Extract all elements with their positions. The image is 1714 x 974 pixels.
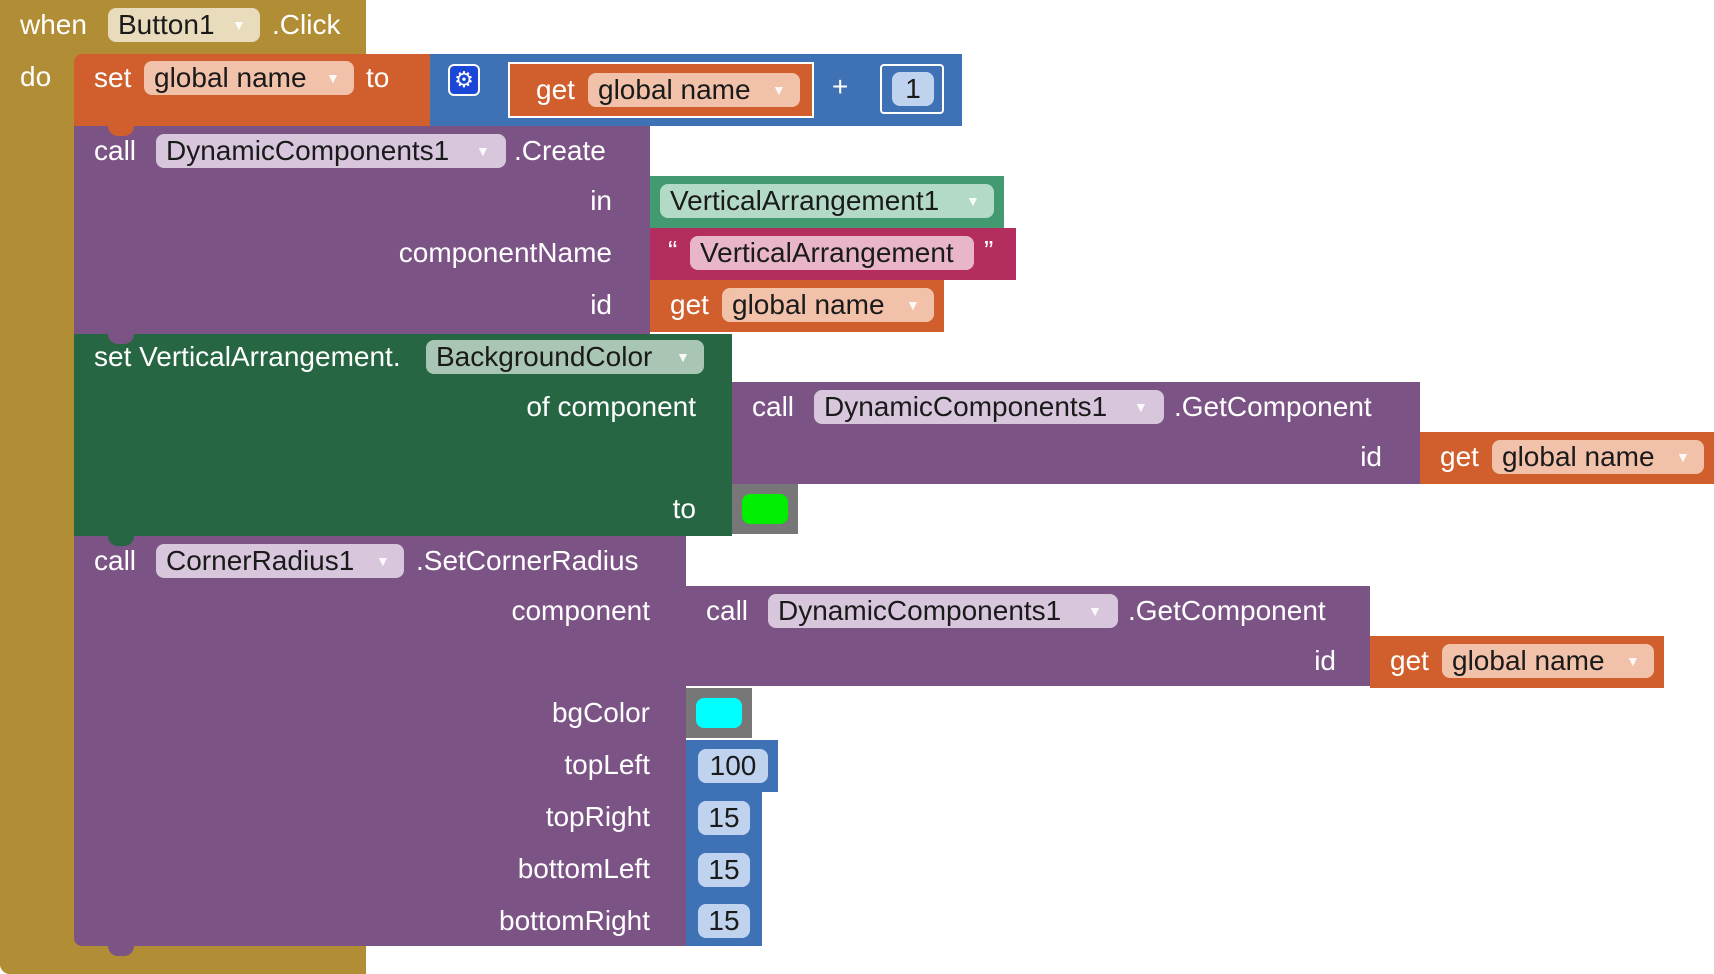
get-component-id-label-1: id <box>1360 441 1382 472</box>
get-label: get <box>670 289 709 320</box>
set-corner-radius-method: .SetCornerRadius <box>416 545 639 576</box>
set-corner-radius-call-block[interactable] <box>74 536 686 946</box>
when-label: when <box>20 9 87 40</box>
dropdown-arrow-icon: ▼ <box>966 193 980 209</box>
dropdown-arrow-icon: ▼ <box>326 70 340 86</box>
of-component-label: of component <box>526 391 696 422</box>
event-bottom-bar <box>0 948 366 974</box>
cyan-color-swatch[interactable] <box>696 698 742 728</box>
bottomleft-number-field[interactable]: 15 <box>698 853 750 887</box>
topleft-param-label: topLeft <box>564 749 650 780</box>
get-variable-dropdown[interactable]: global name ▼ <box>588 73 800 107</box>
get-label: get <box>536 74 575 105</box>
component-name-text: VerticalArrangement <box>700 237 954 268</box>
id-param-label: id <box>590 289 612 320</box>
click-event-label: .Click <box>272 9 341 40</box>
get-variable-label-1: global name <box>1502 441 1655 472</box>
create-component-label: DynamicComponents1 <box>166 135 450 166</box>
close-quote: ” <box>984 235 994 266</box>
do-label: do <box>20 61 52 92</box>
to-label: to <box>366 62 390 93</box>
get-label: get <box>1390 645 1429 676</box>
set-label: set <box>94 62 132 93</box>
button1-dropdown-label: Button1 <box>118 9 215 40</box>
corner-radius-dropdown[interactable]: CornerRadius1 ▼ <box>156 544 404 578</box>
get-variable-dropdown-1[interactable]: global name ▼ <box>1492 440 1704 474</box>
dropdown-arrow-icon: ▼ <box>772 82 786 98</box>
connector-tab <box>108 536 134 546</box>
set-property-title: set VerticalArrangement. <box>94 341 401 372</box>
get-component-dropdown-2[interactable]: DynamicComponents1 ▼ <box>768 594 1118 628</box>
get-variable-label: global name <box>598 74 751 105</box>
set-variable-dropdown[interactable]: global name ▼ <box>144 61 354 95</box>
bgcolor-param-label: bgColor <box>551 697 650 728</box>
get-component-method-1: .GetComponent <box>1174 391 1372 422</box>
component-name-text-field[interactable]: VerticalArrangement <box>690 236 974 270</box>
id-variable-dropdown[interactable]: global name ▼ <box>722 288 934 322</box>
connector-tab <box>108 946 134 956</box>
get-variable-label-2: global name <box>1452 645 1605 676</box>
dropdown-arrow-icon: ▼ <box>1626 653 1640 669</box>
create-method-label: .Create <box>514 135 606 166</box>
background-color-dropdown[interactable]: BackgroundColor ▼ <box>426 340 704 374</box>
dropdown-arrow-icon: ▼ <box>476 143 490 159</box>
dropdown-arrow-icon: ▼ <box>232 17 246 33</box>
dropdown-arrow-icon: ▼ <box>906 297 920 313</box>
corner-radius-label: CornerRadius1 <box>166 545 355 576</box>
to-label: to <box>672 493 696 524</box>
connector-tab <box>108 126 134 136</box>
call-label: call <box>94 135 137 166</box>
bottomleft-param-label: bottomLeft <box>517 853 650 884</box>
button1-dropdown[interactable]: Button1 ▼ <box>108 8 260 42</box>
get-label: get <box>1440 441 1479 472</box>
get-component-label-1: DynamicComponents1 <box>824 391 1108 422</box>
open-quote: “ <box>668 235 678 266</box>
green-color-swatch[interactable] <box>742 494 788 524</box>
vertical-arrangement1-dropdown[interactable]: VerticalArrangement1 ▼ <box>660 184 994 218</box>
get-component-label-2: DynamicComponents1 <box>778 595 1062 626</box>
call-label: call <box>706 595 749 626</box>
vertical-arrangement1-label: VerticalArrangement1 <box>670 185 940 216</box>
dropdown-arrow-icon: ▼ <box>1134 399 1148 415</box>
set-variable-label: global name <box>154 62 307 93</box>
get-component-id-label-2: id <box>1314 645 1336 676</box>
dropdown-arrow-icon: ▼ <box>1088 603 1102 619</box>
bottomright-param-label: bottomRight <box>499 905 650 936</box>
call-label: call <box>752 391 795 422</box>
get-component-method-2: .GetComponent <box>1128 595 1326 626</box>
dropdown-arrow-icon: ▼ <box>676 349 690 365</box>
dropdown-arrow-icon: ▼ <box>376 553 390 569</box>
get-component-dropdown-1[interactable]: DynamicComponents1 ▼ <box>814 390 1164 424</box>
id-variable-label: global name <box>732 289 885 320</box>
background-color-label: BackgroundColor <box>436 341 653 372</box>
call-label: call <box>94 545 137 576</box>
topright-param-label: topRight <box>545 801 650 832</box>
number-one-field[interactable]: 1 <box>892 72 934 106</box>
component-param-label: component <box>511 595 650 626</box>
plus-operator: + <box>832 71 849 102</box>
get-variable-dropdown-2[interactable]: global name ▼ <box>1442 644 1654 678</box>
connector-tab <box>108 334 134 344</box>
topright-number-field[interactable]: 15 <box>698 801 750 835</box>
bottomright-number-field[interactable]: 15 <box>698 904 750 938</box>
topleft-number-field[interactable]: 100 <box>698 749 768 783</box>
create-component-dropdown[interactable]: DynamicComponents1 ▼ <box>156 134 506 168</box>
in-param-label: in <box>590 185 612 216</box>
component-name-param-label: componentName <box>398 237 612 268</box>
dropdown-arrow-icon: ▼ <box>1676 449 1690 465</box>
gear-icon[interactable]: ⚙ <box>448 64 480 96</box>
